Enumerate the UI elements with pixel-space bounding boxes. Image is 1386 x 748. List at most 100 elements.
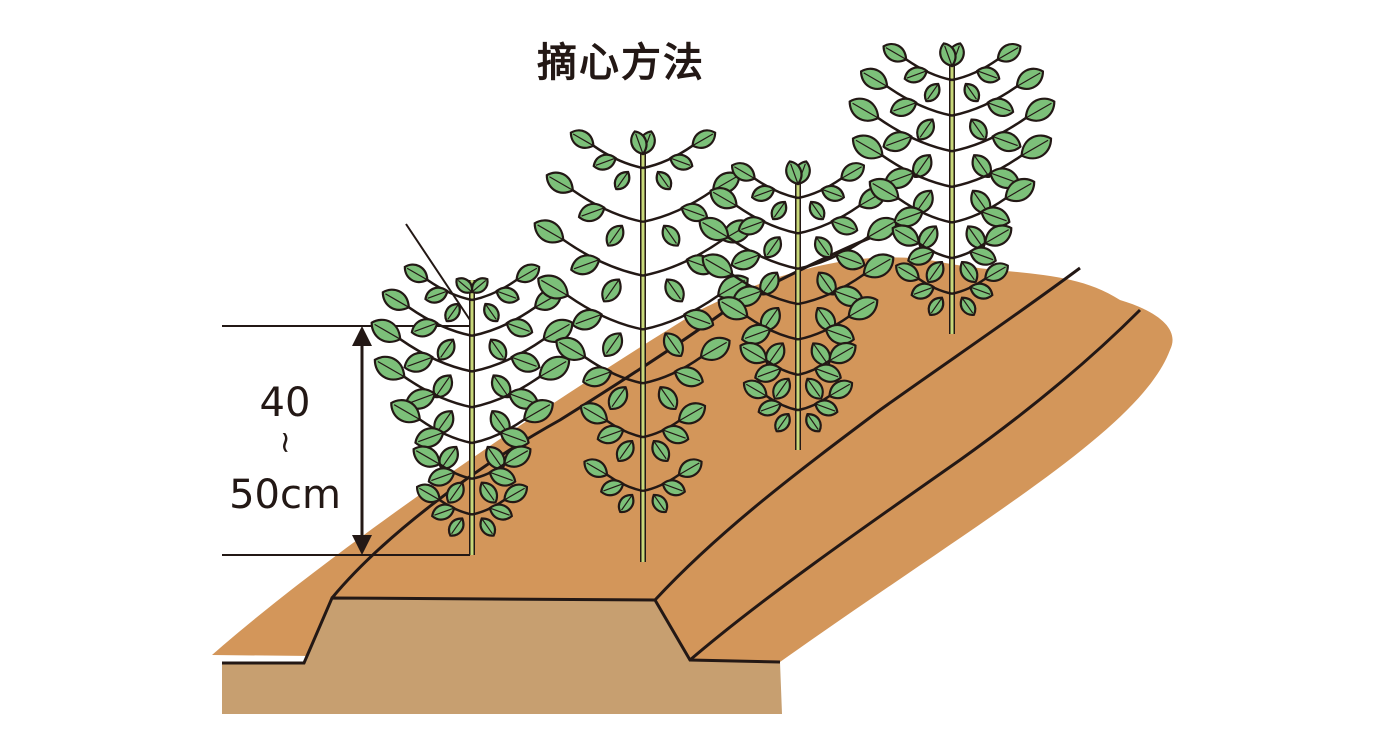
leaf-vein bbox=[773, 201, 786, 218]
branch bbox=[731, 273, 799, 306]
leaf-vein bbox=[721, 301, 748, 318]
branch bbox=[572, 189, 644, 224]
leaf-vein bbox=[927, 83, 939, 100]
branch bbox=[399, 338, 473, 373]
branch bbox=[606, 419, 644, 439]
branch bbox=[951, 58, 999, 82]
leaf-vein bbox=[984, 266, 1006, 280]
branch bbox=[642, 473, 680, 493]
leaf-vein bbox=[806, 378, 821, 397]
leaf-vein bbox=[575, 313, 602, 325]
branch bbox=[765, 394, 799, 412]
leaf-vein bbox=[511, 356, 537, 367]
leaf-vein bbox=[970, 286, 991, 295]
leaf-vein bbox=[484, 303, 497, 320]
branch bbox=[951, 197, 1007, 224]
leaf-vein bbox=[867, 221, 894, 238]
leaf-vein bbox=[790, 163, 799, 185]
leaf-vein bbox=[700, 341, 727, 358]
leaf-vein bbox=[841, 166, 862, 179]
leaf-vein bbox=[970, 119, 985, 138]
leaf-vein bbox=[984, 229, 1009, 244]
branch bbox=[797, 273, 865, 306]
branch bbox=[642, 294, 719, 331]
leaf-vein bbox=[887, 172, 914, 183]
leaf-vein bbox=[1021, 139, 1049, 157]
leaf-vein bbox=[863, 72, 888, 87]
leaf-vein bbox=[972, 190, 988, 212]
leaf-vein bbox=[653, 494, 666, 511]
plant-front-left bbox=[370, 263, 574, 555]
branch bbox=[562, 238, 644, 277]
leaf-vein bbox=[600, 429, 624, 439]
leaf-vein bbox=[620, 494, 633, 511]
branch bbox=[951, 277, 987, 295]
leaf-vein bbox=[670, 157, 691, 166]
leaf-vein bbox=[766, 237, 781, 256]
branch bbox=[642, 356, 702, 385]
leaf-vein bbox=[408, 393, 435, 404]
leaf-vein bbox=[970, 250, 994, 261]
leaf-vein bbox=[734, 254, 760, 265]
leaf-vein bbox=[572, 133, 594, 147]
leaf-vein bbox=[768, 343, 784, 364]
measurement-to: 50cm bbox=[229, 472, 341, 518]
leaf-vein bbox=[818, 272, 834, 293]
leaf-vein bbox=[374, 323, 401, 340]
leaf-vein bbox=[603, 483, 624, 492]
leaf-vein bbox=[491, 410, 507, 432]
leaf-vein bbox=[872, 183, 899, 199]
leaf-vein bbox=[427, 290, 448, 299]
leaf-vein bbox=[981, 211, 1007, 222]
leaf-vein bbox=[659, 386, 675, 408]
branch bbox=[897, 197, 953, 224]
leaf-vein bbox=[855, 139, 883, 157]
leaf-vein bbox=[471, 279, 487, 293]
leaf-vein bbox=[418, 431, 444, 443]
leaf-vein bbox=[549, 176, 574, 191]
branch bbox=[905, 58, 953, 82]
leaf-vein bbox=[967, 226, 983, 247]
leaf-vein bbox=[833, 290, 861, 301]
leaf-vein bbox=[760, 403, 781, 412]
branch bbox=[881, 154, 953, 189]
leaf-vein bbox=[977, 70, 998, 79]
branch bbox=[471, 306, 536, 337]
leaf-vein bbox=[831, 220, 855, 230]
branch bbox=[886, 85, 953, 117]
leaf-vein bbox=[815, 237, 830, 256]
furrow-line-right bbox=[689, 308, 1142, 662]
leaf-vein bbox=[745, 383, 767, 397]
leaf-vein bbox=[436, 375, 451, 396]
leaf-vein bbox=[509, 393, 536, 404]
leaf-vein bbox=[447, 303, 460, 320]
leaf-vein bbox=[415, 450, 440, 465]
branch bbox=[592, 144, 644, 170]
leaf-vein bbox=[829, 383, 851, 397]
leaf-vein bbox=[506, 322, 530, 332]
leaf-vein bbox=[705, 258, 733, 275]
leaf-vein bbox=[539, 360, 567, 378]
leaf-vein bbox=[489, 471, 513, 482]
leaf-vein bbox=[897, 211, 923, 222]
branch bbox=[471, 498, 506, 516]
leaf-vein bbox=[665, 333, 681, 354]
branch bbox=[567, 294, 644, 331]
leaf-vein bbox=[489, 507, 510, 516]
leaf-vein bbox=[666, 279, 682, 300]
leaf-vein bbox=[992, 135, 1018, 147]
branch bbox=[471, 338, 545, 373]
leaf-vein bbox=[406, 267, 428, 281]
branch bbox=[917, 242, 953, 260]
leaf-vein bbox=[662, 429, 686, 439]
branch bbox=[951, 242, 987, 260]
leaf-vein bbox=[913, 286, 934, 295]
leaf-vein bbox=[744, 328, 771, 339]
branch bbox=[642, 189, 714, 224]
leaf-vein bbox=[775, 378, 790, 397]
leaf-vein bbox=[674, 371, 701, 382]
branch bbox=[951, 85, 1018, 117]
dimension-arrowhead-up bbox=[352, 326, 372, 346]
leaf-vein bbox=[815, 367, 839, 378]
leaf-vein bbox=[929, 261, 943, 281]
